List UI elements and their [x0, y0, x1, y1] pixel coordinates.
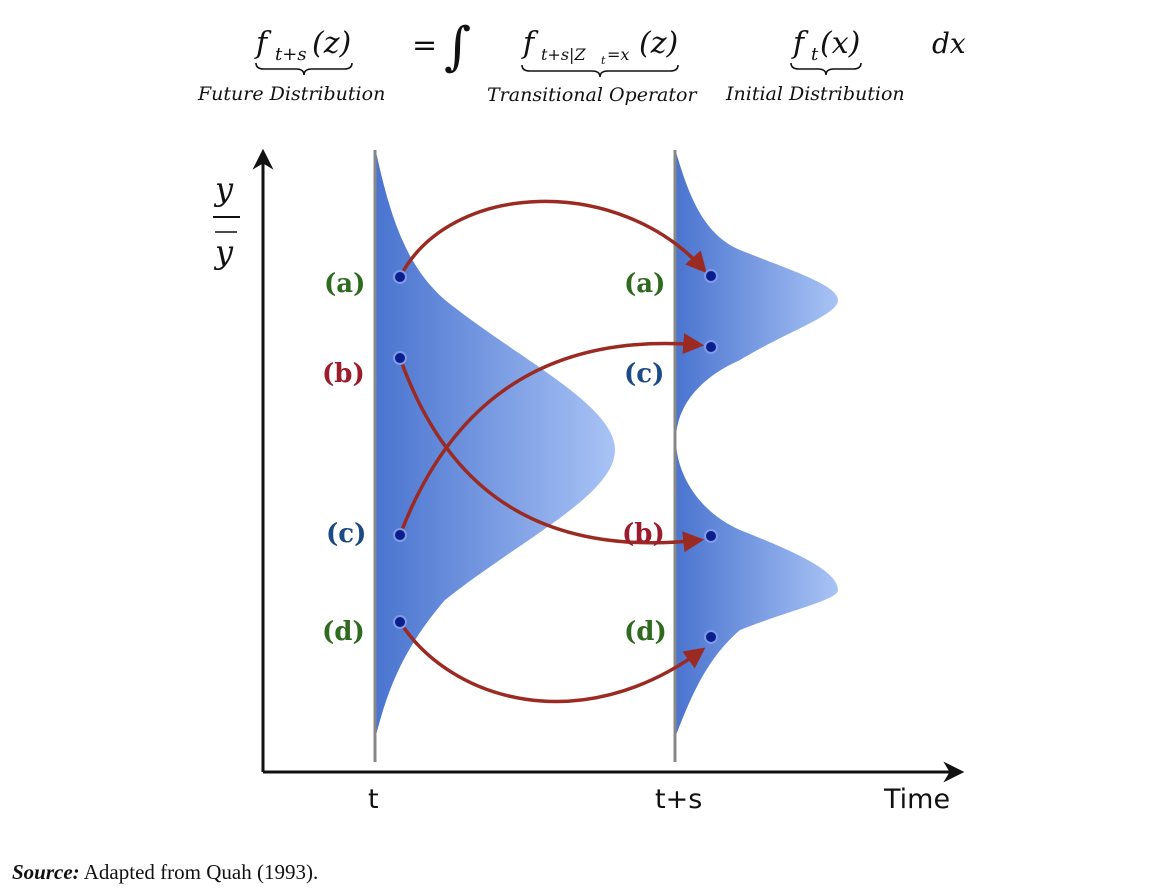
right-label-b: (b)	[622, 519, 665, 549]
x-tick-t-plus-s: t+s	[655, 784, 702, 815]
equation: f t+s (z) Future Distribution = ∫ f t+s|…	[197, 17, 966, 106]
y-axis-label: y y	[213, 170, 240, 271]
label-future-distribution: Future Distribution	[197, 83, 385, 105]
op-sub: t+s|Z	[541, 45, 586, 64]
y-label-denominator: y	[213, 233, 234, 271]
left-label-a: (a)	[324, 269, 365, 299]
label-transitional-operator: Transitional Operator	[487, 84, 698, 106]
lhs-sub: t+s	[275, 44, 307, 65]
y-label-numerator: y	[213, 170, 234, 208]
right-label-c: (c)	[624, 359, 664, 389]
lhs-arg: (z)	[312, 26, 351, 61]
init-f: f	[791, 26, 809, 61]
brace-initial	[790, 62, 862, 76]
x-axis-label-time: Time	[883, 784, 950, 815]
arrow-b-to-b	[398, 357, 705, 553]
source-text: Adapted from Quah (1993).	[79, 860, 319, 884]
initial-distribution-term: f t (x) Initial Distribution	[725, 26, 905, 105]
left-label-b: (b)	[322, 359, 365, 389]
future-distribution-term: f t+s (z) Future Distribution	[197, 26, 385, 105]
right-label-d: (d)	[624, 617, 667, 647]
op-f: f	[521, 26, 539, 61]
init-arg: (x)	[820, 26, 860, 61]
arrow-d-to-d	[398, 621, 706, 704]
right-point-d	[704, 630, 718, 644]
right-point-b	[704, 529, 718, 543]
initial-distribution-shape	[376, 152, 615, 735]
op-sub-t: t	[601, 54, 606, 67]
label-initial-distribution: Initial Distribution	[725, 83, 905, 105]
source-prefix: Source:	[12, 860, 80, 884]
left-label-d: (d)	[322, 617, 365, 647]
left-point-labels: (a) (b) (c) (d)	[322, 269, 366, 647]
lhs-f: f	[254, 26, 272, 61]
transition-arrows	[398, 199, 707, 704]
left-point-d	[393, 615, 407, 629]
future-distribution-shape	[676, 152, 838, 735]
left-point-c	[393, 528, 407, 542]
left-label-c: (c)	[326, 519, 366, 549]
dx: dx	[932, 27, 966, 60]
init-sub: t	[811, 44, 819, 65]
left-point-b	[393, 351, 407, 365]
arrow-a-to-a	[398, 199, 707, 278]
arrow-c-to-c	[398, 333, 705, 536]
integral-sign: ∫	[444, 17, 471, 77]
right-point-c	[704, 340, 718, 354]
right-points	[704, 269, 718, 644]
op-sub-x: =x	[607, 45, 629, 64]
left-point-a	[393, 270, 407, 284]
left-points	[393, 270, 407, 629]
op-arg: (z)	[639, 26, 678, 61]
right-label-a: (a)	[624, 269, 665, 299]
x-tick-t: t	[368, 784, 379, 815]
transitional-operator-term: f t+s|Z t =x (z) Transitional Operator	[487, 26, 698, 106]
right-point-a	[704, 269, 718, 283]
equals-sign: =	[412, 28, 437, 63]
source-note: Source: Adapted from Quah (1993).	[12, 860, 318, 885]
brace-future	[255, 62, 353, 76]
brace-operator	[521, 64, 679, 78]
right-point-labels: (a) (c) (b) (d)	[622, 269, 667, 647]
